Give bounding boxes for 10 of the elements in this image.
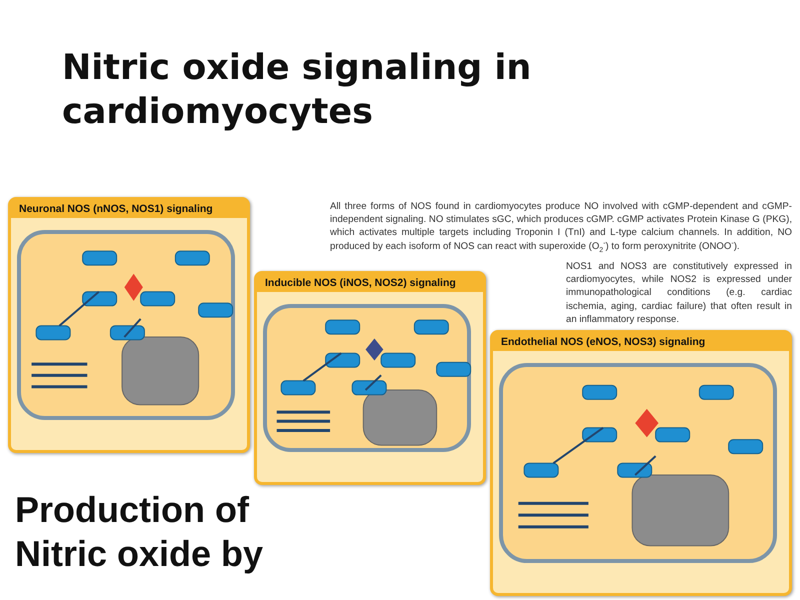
slide-title: Nitric oxide signaling in cardiomyocytes — [62, 47, 532, 134]
panel-heading: Neuronal NOS (nNOS, NOS1) signaling — [19, 203, 213, 215]
panel-heading: Inducible NOS (iNOS, NOS2) signaling — [265, 277, 456, 289]
signaling-panel — [8, 197, 250, 453]
panel-heading: Endothelial NOS (eNOS, NOS3) signaling — [501, 336, 706, 348]
slide-subtitle: Production of Nitric oxide by — [15, 488, 264, 576]
signaling-panel — [254, 271, 486, 485]
description-paragraph: NOS1 and NOS3 are constitutively expressed in cardiomyocytes, while NOS2 is expressed under immunopathological conditions (e.g. cardiac ischemia, aging, cardiac failure) that often result in an inflammatory response. — [566, 260, 792, 326]
description-paragraph: All three forms of NOS found in cardiomyocytes produce NO involved with cGMP-dependent and cGMP-independent signaling. NO stimulates sGC, which produces cGMP. cGMP activates Protein Kinase G (PKG), which activates multiple targets including Troponin I (TnI) and L-type calcium channels. In addition, NO produced by each isoform of NOS can react with superoxide (O$_{2}$$^{-}$) to form peroxynitrite (ONOO$^{-}$). — [330, 200, 792, 253]
signaling-panel — [490, 330, 792, 596]
